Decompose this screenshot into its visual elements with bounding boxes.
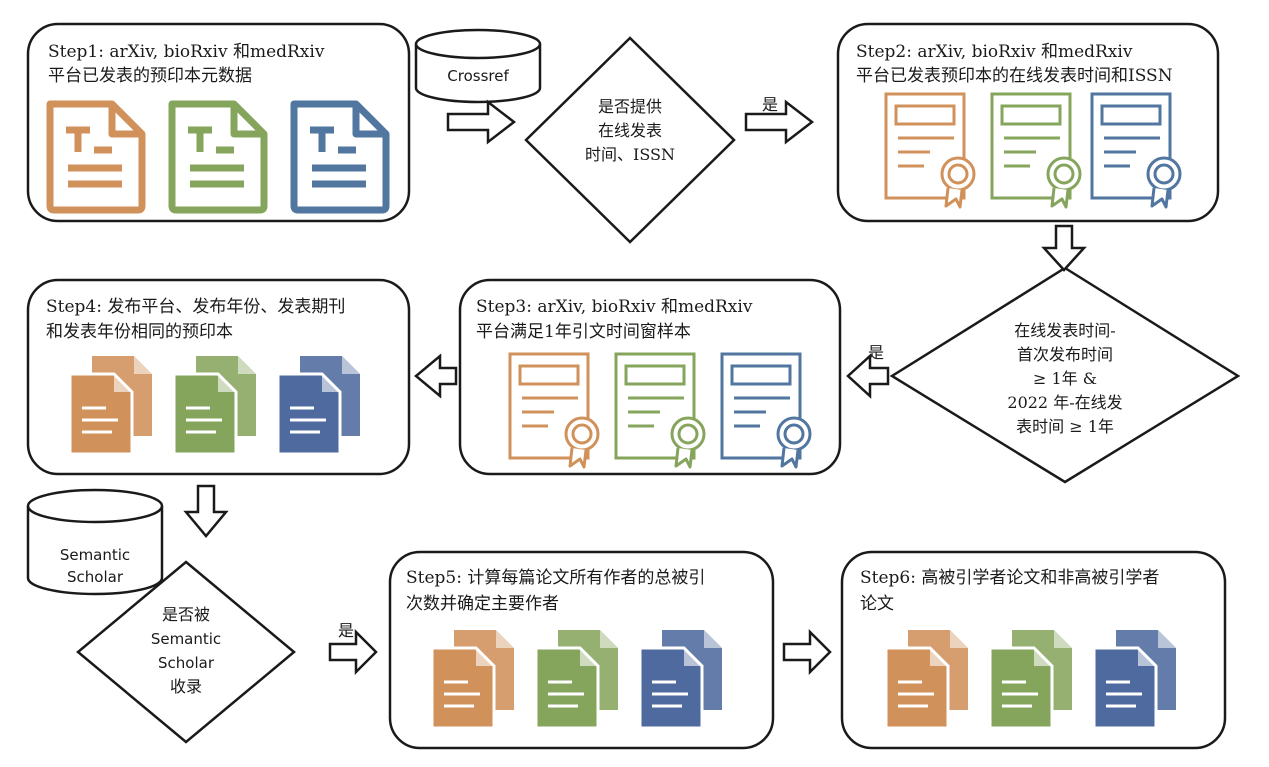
semantic-scholar-label-line1: Semantic (59, 546, 131, 564)
decision-diamond-3 (76, 560, 296, 744)
arrow-yes-label-1: 是 (762, 95, 779, 114)
arrow-down-2 (183, 484, 229, 538)
step6-title: Step6: 高被引学者论文和非高被引学者 (860, 568, 1160, 588)
step4-subtitle: 和发表年份相同的预印本 (46, 322, 233, 342)
semantic-scholar-label-line2: Scholar (67, 568, 123, 586)
step1-box (26, 22, 411, 223)
decision2-line1: 在线发表时间- (1014, 321, 1116, 340)
decision2-line5: 表时间 ≥ 1年 (1016, 417, 1114, 436)
step3-title: Step3: arXiv, bioRxiv 和medRxiv (476, 297, 753, 317)
arrow-yes-label-3: 是 (338, 621, 355, 640)
decision-diamond-1 (524, 36, 736, 244)
step2-title: Step2: arXiv, bioRxiv 和medRxiv (856, 42, 1133, 62)
decision2-line3: ≥ 1年 & (1032, 369, 1098, 388)
step3-subtitle: 平台满足1年引文时间窗样本 (476, 322, 691, 342)
arrow-right-3 (328, 628, 378, 676)
decision1-line1: 是否提供 (597, 97, 663, 116)
step6-subtitle: 论文 (860, 594, 894, 614)
arrow-right-2 (744, 100, 814, 144)
decision3-line4: 收录 (169, 677, 203, 696)
arrow-right-4 (782, 628, 832, 676)
decision2-line2: 首次发布时间 (1016, 345, 1114, 364)
decision-diamond-2 (889, 266, 1241, 484)
step5-subtitle: 次数并确定主要作者 (406, 594, 559, 614)
crossref-database-icon (414, 28, 542, 104)
step1-subtitle: 平台已发表的预印本元数据 (48, 66, 252, 86)
decision1-line3: 时间、ISSN (585, 145, 675, 164)
arrow-yes-label-2: 是 (868, 343, 885, 362)
decision1-line2: 在线发表 (597, 121, 663, 140)
step2-subtitle: 平台已发表预印本的在线发表时间和ISSN (856, 66, 1173, 86)
semantic-scholar-database-icon (26, 488, 164, 596)
decision3-line3: Scholar (158, 654, 214, 672)
crossref-label: Crossref (447, 67, 509, 85)
arrow-down-1 (1041, 224, 1087, 272)
arrow-right-1 (446, 100, 516, 144)
step5-title: Step5: 计算每篇论文所有作者的总被引 (406, 568, 706, 588)
decision2-line4: 2022 年-在线发 (1007, 393, 1123, 412)
arrow-left-1 (846, 353, 890, 399)
arrow-left-2 (414, 353, 458, 399)
decision3-line1: 是否被 (161, 605, 211, 624)
decision3-line2: Semantic (150, 630, 222, 648)
step1-title: Step1: arXiv, bioRxiv 和medRxiv (48, 42, 325, 62)
step4-title: Step4: 发布平台、发布年份、发表期刊 (46, 297, 346, 317)
